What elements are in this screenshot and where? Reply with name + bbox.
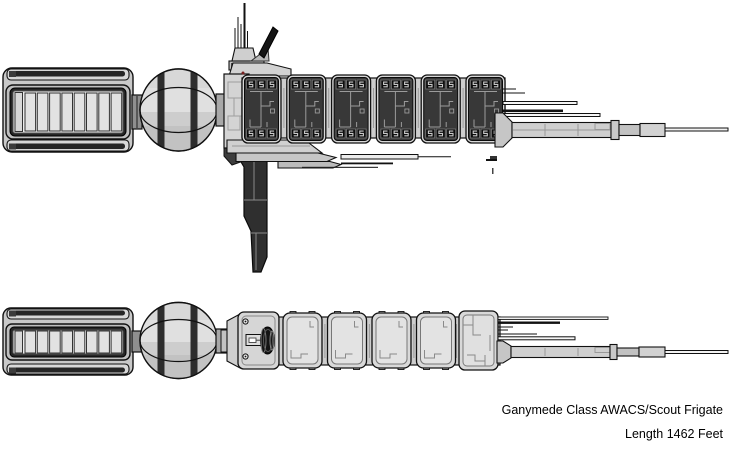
bridge-section bbox=[220, 311, 280, 370]
engine-slat-8 bbox=[110, 330, 123, 354]
engine-slat-6 bbox=[86, 92, 98, 132]
engine-block-side bbox=[2, 67, 134, 153]
top-view bbox=[2, 301, 729, 380]
engine-slat-7 bbox=[98, 330, 110, 354]
keel-fin bbox=[232, 149, 268, 273]
engine-slat-3 bbox=[49, 92, 61, 132]
engine-slat-4 bbox=[61, 330, 73, 354]
side-hab-module-2 bbox=[287, 75, 326, 143]
engine-slat-3 bbox=[49, 330, 61, 354]
engine-slat-4 bbox=[61, 92, 73, 132]
aft-equipment-module bbox=[458, 310, 499, 371]
engine-slat-5 bbox=[73, 92, 86, 132]
side-hab-module-1 bbox=[242, 75, 281, 143]
ship-class-label: Ganymede Class AWACS/Scout Frigate bbox=[501, 403, 723, 417]
side-hab-module-3 bbox=[332, 75, 371, 143]
hull-marking-dot bbox=[241, 71, 245, 75]
stern-boom-side bbox=[494, 112, 729, 148]
engine-slat-2 bbox=[36, 92, 49, 132]
radar-dish-top bbox=[260, 326, 275, 355]
module-seams-top bbox=[324, 324, 457, 358]
side-hab-module-5 bbox=[421, 75, 460, 143]
stern-boom-top bbox=[496, 340, 729, 364]
bow-deck bbox=[228, 62, 292, 77]
engine-end-vane bbox=[14, 92, 23, 132]
engine-slat-1 bbox=[24, 92, 37, 132]
top-hab-module-4 bbox=[415, 310, 457, 371]
module-seams-side bbox=[283, 88, 464, 128]
ship-length-label: Length 1462 Feet bbox=[625, 426, 723, 441]
fuel-tank-side bbox=[139, 68, 218, 152]
fuel-tank-top bbox=[139, 301, 218, 380]
engine-slat-8 bbox=[110, 92, 123, 132]
engine-slat-7 bbox=[98, 92, 110, 132]
side-hab-module-4 bbox=[376, 75, 415, 143]
engine-slat-2 bbox=[36, 330, 49, 354]
top-hab-module-1 bbox=[282, 310, 323, 371]
caption-block: Ganymede Class AWACS/Scout Frigate Lengt… bbox=[323, 403, 723, 442]
engine-block-top bbox=[2, 307, 134, 376]
stern-antennas-top bbox=[497, 316, 609, 341]
scale-marks bbox=[486, 156, 497, 174]
radar-dish-side bbox=[258, 26, 279, 59]
top-hab-module-3 bbox=[371, 310, 412, 371]
boom-rod bbox=[664, 350, 729, 354]
engine-slat-5 bbox=[73, 330, 86, 354]
engine-slat-1 bbox=[24, 330, 37, 354]
sensor-mast bbox=[228, 3, 279, 71]
ventral-antenna-bar bbox=[340, 154, 419, 160]
engine-slat-6 bbox=[86, 330, 98, 354]
mast-antennas bbox=[234, 3, 248, 48]
top-hab-module-2 bbox=[326, 310, 368, 371]
mast-tower bbox=[231, 47, 257, 62]
stern-antennas-side bbox=[502, 88, 601, 117]
boom-rod bbox=[664, 127, 729, 132]
side-view bbox=[2, 3, 729, 273]
